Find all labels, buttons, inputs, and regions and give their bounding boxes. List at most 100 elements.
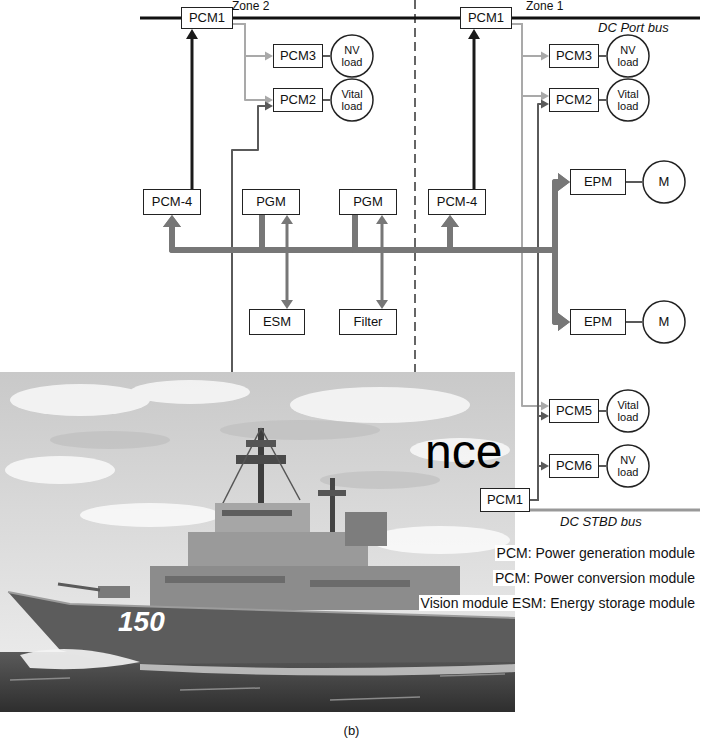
power-connector bbox=[163, 215, 355, 250]
module-box: PCM-4 bbox=[428, 189, 486, 215]
power-connector bbox=[512, 24, 549, 101]
bus-module-box: PCM1 bbox=[181, 7, 233, 29]
ship bbox=[150, 566, 460, 610]
power-connector bbox=[262, 173, 570, 250]
ship bbox=[140, 664, 515, 676]
bus-module-box: PCM1 bbox=[480, 488, 530, 512]
node-text: PCM6 bbox=[556, 459, 592, 474]
arrow-head bbox=[281, 300, 293, 309]
clouds bbox=[130, 380, 250, 404]
arrow-head bbox=[186, 29, 198, 39]
module-box: PCM6 bbox=[549, 454, 599, 478]
power-connector bbox=[262, 215, 459, 250]
load-circle: NV load bbox=[330, 34, 374, 78]
waves bbox=[10, 674, 505, 700]
connector-line bbox=[233, 24, 266, 56]
arrow-head bbox=[265, 102, 273, 111]
power-connector bbox=[512, 24, 549, 411]
ship bbox=[318, 490, 346, 496]
cloud-shadows bbox=[50, 420, 440, 489]
power-connector bbox=[233, 24, 273, 105]
propulsion-box: EPM bbox=[570, 169, 626, 195]
node-text: EPM bbox=[584, 315, 612, 330]
generator-box: PGM bbox=[242, 189, 300, 215]
node-text: PCM3 bbox=[556, 49, 592, 64]
cloud-shadows bbox=[320, 471, 440, 489]
arrow-head bbox=[163, 215, 181, 227]
arrow-head bbox=[541, 52, 549, 61]
arrow-head bbox=[541, 462, 549, 471]
module-box: PCM2 bbox=[549, 88, 599, 112]
node-text: Vital load bbox=[613, 399, 643, 423]
storage-box: ESM bbox=[249, 309, 305, 335]
node-text: PGM bbox=[353, 195, 383, 210]
waves bbox=[180, 688, 260, 690]
connector-line bbox=[599, 465, 606, 467]
connector-line bbox=[381, 223, 384, 301]
module-box: PCM2 bbox=[273, 88, 323, 112]
arrow-head bbox=[558, 173, 570, 191]
figure-caption: (b) bbox=[0, 724, 703, 739]
load-circle: Vital load bbox=[606, 78, 650, 122]
arrow-head bbox=[541, 92, 549, 101]
ship bbox=[98, 586, 130, 598]
power-connector bbox=[599, 466, 606, 467]
circle-shape bbox=[607, 35, 649, 77]
connector-line bbox=[512, 24, 542, 56]
power-connector bbox=[599, 100, 606, 101]
module-box: PCM3 bbox=[273, 44, 323, 68]
note-text: PCM: Power conversion module bbox=[493, 570, 697, 586]
arrow-head bbox=[558, 173, 570, 191]
note-text: Vision module ESM: Energy storage module bbox=[419, 595, 697, 611]
node-text: NV load bbox=[613, 454, 643, 478]
ship bbox=[222, 428, 261, 505]
connector-line bbox=[323, 55, 330, 57]
node-text: PCM2 bbox=[556, 93, 592, 108]
node-text: PCM1 bbox=[487, 493, 523, 508]
module-box: PCM3 bbox=[549, 44, 599, 68]
node-text: PCM-4 bbox=[152, 195, 192, 210]
clouds bbox=[5, 456, 115, 484]
node-text: PCM3 bbox=[280, 49, 316, 64]
arrow-head bbox=[541, 100, 549, 109]
node-text: PCM1 bbox=[189, 11, 225, 26]
connector-line bbox=[262, 182, 559, 250]
circle-shape bbox=[331, 35, 373, 77]
node-text: PCM5 bbox=[556, 404, 592, 419]
sky bbox=[0, 372, 515, 712]
connector-line bbox=[172, 215, 262, 250]
arrow-head bbox=[558, 313, 570, 331]
connector-line bbox=[626, 321, 642, 323]
node-text: PCM2 bbox=[280, 93, 316, 108]
arrow-head bbox=[281, 215, 293, 224]
connector-line bbox=[233, 24, 266, 100]
arrow-head bbox=[376, 300, 388, 309]
note-text: PCM: Power generation module bbox=[495, 545, 697, 561]
ship bbox=[222, 510, 292, 516]
connector-line bbox=[626, 181, 642, 183]
ship bbox=[8, 428, 515, 676]
node-text: M bbox=[649, 175, 679, 189]
node-text: PCM-4 bbox=[437, 195, 477, 210]
connector-line bbox=[262, 215, 559, 322]
power-connector bbox=[599, 56, 606, 57]
connector-line bbox=[355, 215, 559, 322]
connector-line bbox=[512, 24, 542, 96]
load-circle: Vital load bbox=[330, 78, 374, 122]
clouds bbox=[370, 526, 510, 554]
connector-line bbox=[599, 99, 606, 101]
arrow-head bbox=[441, 215, 459, 227]
power-connector bbox=[626, 322, 642, 323]
load-circle: Vital load bbox=[606, 389, 650, 433]
arrow-head bbox=[376, 215, 388, 224]
ship bbox=[345, 512, 387, 546]
node-text: EPM bbox=[584, 175, 612, 190]
clouds bbox=[290, 387, 470, 423]
power-connector bbox=[512, 24, 549, 61]
module-box: PCM-4 bbox=[143, 189, 201, 215]
waves bbox=[10, 678, 70, 680]
power-connector bbox=[530, 462, 549, 501]
power-connector bbox=[599, 411, 606, 412]
node-text: M bbox=[649, 315, 679, 329]
